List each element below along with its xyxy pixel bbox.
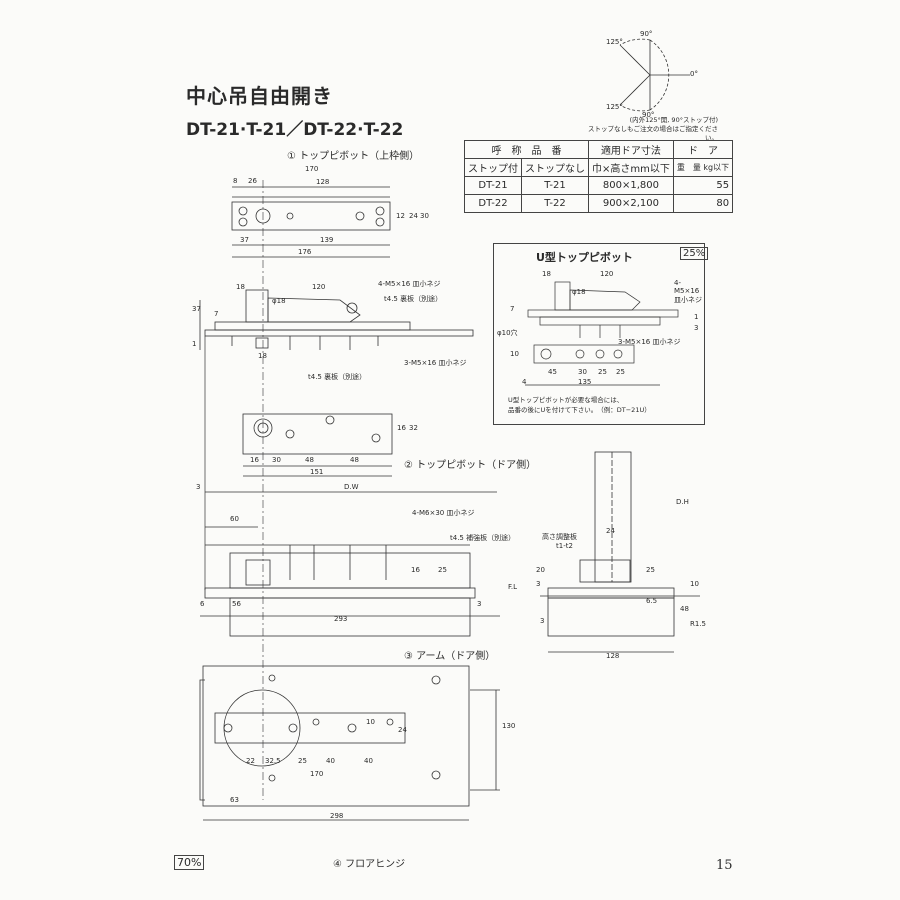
floor-hinge-box [229,597,471,637]
table-row: DT-22 T-22 900×2,100 80 [464,194,734,213]
swing-arc-top-left [619,38,651,46]
arm-body [214,712,406,744]
u-pivot-scale: 25% [680,247,709,260]
angle-right-label: 0° [690,70,698,78]
swing-note: (内外125°開, 90°ストップ付) ストップなしもご注文の場合はご指定くださ… [588,116,718,142]
pivot-lever [267,297,361,323]
table-row: DT-21 T-21 800×1,800 55 [464,176,734,195]
page-number: 15 [716,858,733,873]
model-numbers: DT-21·T-21／DT-22·T-22 [186,120,404,140]
angle-top-label: 90° [640,30,653,38]
u-pivot-title: U型トップピボット [536,251,633,264]
floor-hinge-plan [202,665,470,807]
floor-hinge-end-box [547,597,675,637]
angle-bottom-left-label: 125° [606,103,623,111]
top-pivot-door-plate [242,413,393,455]
spec-table: 呼 称 品 番 適用ドア寸法 ド ア ストップ付 ストップなし 巾×高さmm以下… [464,140,734,213]
top-pivot-door-label: ② トップピボット（ドア側） [404,460,537,471]
footer-scale: 70% [174,855,205,870]
screw-label-2: 3-M5×16 皿小ネジ [404,359,467,367]
arm-label: ③ アーム（ドア側） [404,651,496,662]
angle-bottom-label: 90° [642,111,655,119]
swing-arc-bottom-left [619,104,651,112]
top-pivot-frame-label: ① トップピボット（上枠側） [287,151,420,162]
angle-top-left-label: 125° [606,38,623,46]
u-pivot-note: U型トップピボットが必要な場合には、 品番の後にUを付けて下さい。 （例：DT−… [508,396,651,414]
screw-label-1: 4-M5×16 皿小ネジ [378,280,441,288]
page-title: 中心吊自由開き [186,84,333,108]
floor-hinge-label: ④ フロアヒンジ [333,859,406,870]
u-pivot-box [493,243,705,425]
top-pivot-frame-plan [231,201,391,231]
